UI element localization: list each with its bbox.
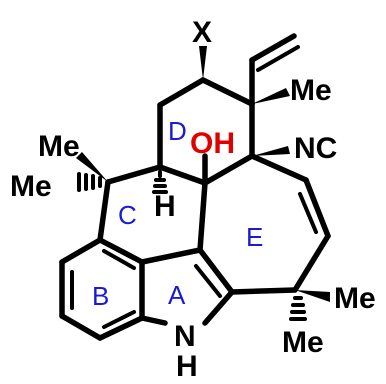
bond-e3 — [292, 233, 331, 293]
atom-h-stereo: H — [154, 190, 176, 223]
bond-c3 — [157, 164, 208, 186]
bond-b-inner2 — [102, 310, 136, 329]
bond-a2 — [197, 247, 235, 295]
wedge-me-left-top — [76, 152, 108, 182]
ring-label-a: A — [168, 280, 186, 310]
wedge-me-right — [295, 290, 330, 302]
atom-x: X — [192, 16, 212, 49]
bond-a2-inner — [194, 264, 222, 298]
bond-e2-inner — [298, 192, 318, 234]
atom-me-left-top: Me — [38, 130, 80, 163]
bond-d5 — [202, 153, 255, 186]
bond-b1 — [59, 237, 103, 265]
wedge-me-top — [252, 88, 290, 104]
ring-labels: A B C D E — [92, 116, 263, 311]
wedge-nc — [252, 146, 290, 156]
bond-d3 — [200, 77, 255, 107]
atom-me-right-bottom: Me — [282, 326, 324, 359]
hash-me-right-bottom — [289, 296, 307, 321]
hash-me-left — [77, 172, 102, 192]
bond-d2 — [157, 77, 206, 108]
ring-label-c: C — [118, 200, 137, 230]
bond-e4 — [229, 287, 298, 295]
atom-oh: OH — [190, 127, 235, 160]
bond-a1 — [139, 247, 203, 265]
bond-b6 — [97, 237, 145, 265]
hash-h — [152, 170, 168, 194]
wedge-x — [199, 46, 207, 80]
atom-me-right-top: Me — [334, 282, 376, 315]
bond-c4 — [197, 180, 208, 253]
ring-label-e: E — [246, 222, 263, 252]
bond-vinyl2-inner — [256, 45, 300, 72]
bond-a4 — [139, 315, 168, 326]
bond-a3 — [202, 289, 235, 326]
atom-nc: NC — [294, 132, 337, 165]
bond-b3 — [59, 313, 103, 341]
atom-me-top: Me — [290, 74, 332, 107]
atom-labels: X Me Me Me OH NC H Me Me N H — [10, 16, 376, 383]
bond-c1 — [97, 179, 111, 243]
ring-label-d: D — [168, 116, 187, 146]
bond-c2 — [105, 164, 163, 185]
bond-b-inner3 — [102, 249, 136, 270]
bond-vinyl2 — [249, 33, 297, 63]
bond-e1 — [249, 153, 309, 183]
ring-label-b: B — [92, 281, 109, 311]
atom-me-left-mid: Me — [10, 170, 52, 203]
bonds — [59, 33, 331, 341]
atom-nh-h: H — [176, 350, 198, 383]
bond-e2 — [303, 177, 331, 239]
bond-b4 — [97, 315, 145, 341]
atom-nh-n: N — [174, 320, 196, 353]
